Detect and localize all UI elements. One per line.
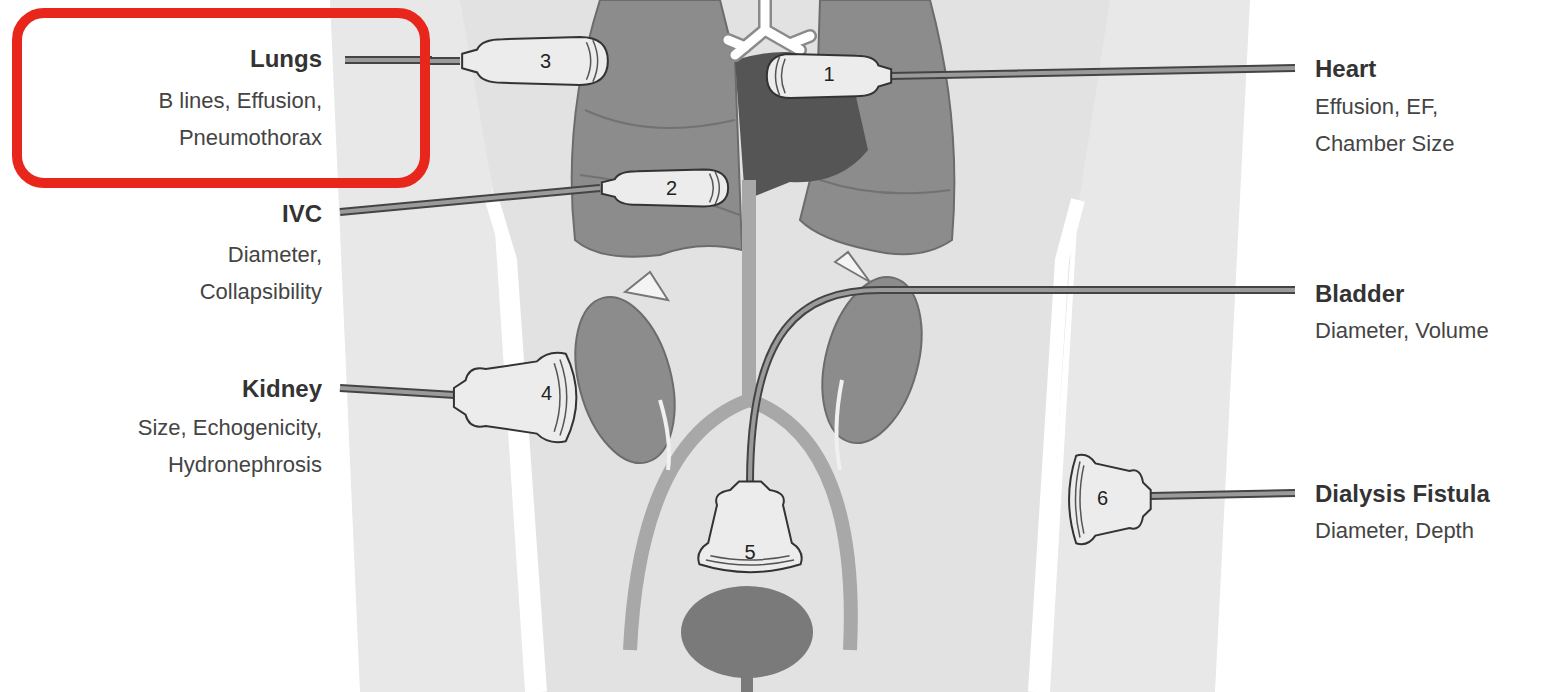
probe-group bbox=[767, 54, 891, 98]
probe-cable bbox=[430, 59, 460, 63]
right-kidney bbox=[806, 266, 939, 454]
trachea-outline bbox=[728, 0, 810, 55]
probe-face-line bbox=[710, 172, 720, 204]
probe-face-line bbox=[554, 360, 567, 436]
organ-heading: Dialysis Fistula bbox=[1315, 475, 1565, 512]
probe-body bbox=[698, 481, 801, 572]
probe-outline bbox=[452, 350, 587, 445]
callout-number: 5 bbox=[744, 541, 755, 564]
trachea bbox=[728, 0, 810, 55]
ultrasound-probe: 2 bbox=[600, 168, 730, 208]
probe-group bbox=[1069, 455, 1151, 544]
probe-face-line bbox=[1076, 462, 1084, 538]
organ-heading: Heart bbox=[1315, 50, 1555, 87]
callout-number: 3 bbox=[540, 50, 551, 73]
organ-findings: Diameter, Collapsibility bbox=[172, 236, 322, 310]
callout-number: 4 bbox=[541, 381, 552, 404]
ultrasound-probe: 6 bbox=[1062, 452, 1152, 547]
ureter bbox=[660, 400, 669, 470]
probe-body bbox=[767, 54, 891, 98]
organ-findings: Size, Echogenicity, Hydronephrosis bbox=[107, 409, 322, 483]
ureter bbox=[836, 380, 842, 470]
ultrasound-probe: 4 bbox=[452, 350, 587, 445]
callout-number: 1 bbox=[823, 62, 834, 85]
probe-body bbox=[602, 170, 728, 207]
great-vessel bbox=[742, 180, 756, 405]
probe-face-line bbox=[776, 57, 786, 95]
organ-findings: Effusion, EF, Chamber Size bbox=[1315, 88, 1480, 162]
left-lung bbox=[572, 0, 742, 257]
highlight-box: Lungs B lines, Effusion, Pneumothorax bbox=[12, 8, 430, 188]
organ-heading: IVC bbox=[122, 195, 322, 232]
cable bbox=[345, 58, 432, 62]
organ-findings: B lines, Effusion, Pneumothorax bbox=[122, 82, 322, 156]
probe-outline bbox=[600, 168, 730, 208]
cable bbox=[340, 68, 1295, 496]
probe-face-line bbox=[586, 40, 597, 82]
probe-body bbox=[462, 37, 608, 85]
torso bbox=[460, 0, 1110, 692]
probe-group bbox=[698, 481, 801, 572]
organ-findings: Diameter, Volume bbox=[1315, 312, 1565, 349]
probe-body bbox=[454, 353, 576, 442]
body-gap bbox=[492, 200, 540, 692]
organ-heading: Kidney bbox=[122, 370, 322, 407]
urethra bbox=[741, 670, 753, 692]
lung-fissure bbox=[820, 180, 950, 193]
organ-findings: Diameter, Depth bbox=[1315, 512, 1565, 549]
ultrasound-probe: 5 bbox=[695, 480, 805, 580]
probe-group bbox=[602, 170, 728, 207]
probe-outline bbox=[460, 35, 610, 87]
callout-number: 2 bbox=[666, 177, 677, 200]
adrenal-gland bbox=[835, 252, 870, 282]
probe-group bbox=[462, 37, 608, 85]
cable-outline bbox=[340, 68, 1295, 496]
cable-outline bbox=[345, 56, 432, 64]
body-gap bbox=[1035, 200, 1078, 692]
ultrasound-probe: 3 bbox=[460, 35, 610, 87]
probe-body bbox=[1069, 455, 1151, 544]
organ-heading: Bladder bbox=[1315, 275, 1555, 312]
probe-group bbox=[454, 353, 576, 442]
cable-outline bbox=[430, 57, 460, 65]
ultrasound-probe: 1 bbox=[765, 52, 893, 100]
bladder bbox=[681, 586, 813, 678]
probe-outline bbox=[695, 480, 805, 580]
left-kidney bbox=[559, 286, 692, 474]
adrenal-gland bbox=[625, 272, 668, 300]
organ-heading: Lungs bbox=[250, 40, 322, 77]
lung-fissure bbox=[580, 110, 740, 215]
callout-number: 6 bbox=[1097, 486, 1108, 509]
